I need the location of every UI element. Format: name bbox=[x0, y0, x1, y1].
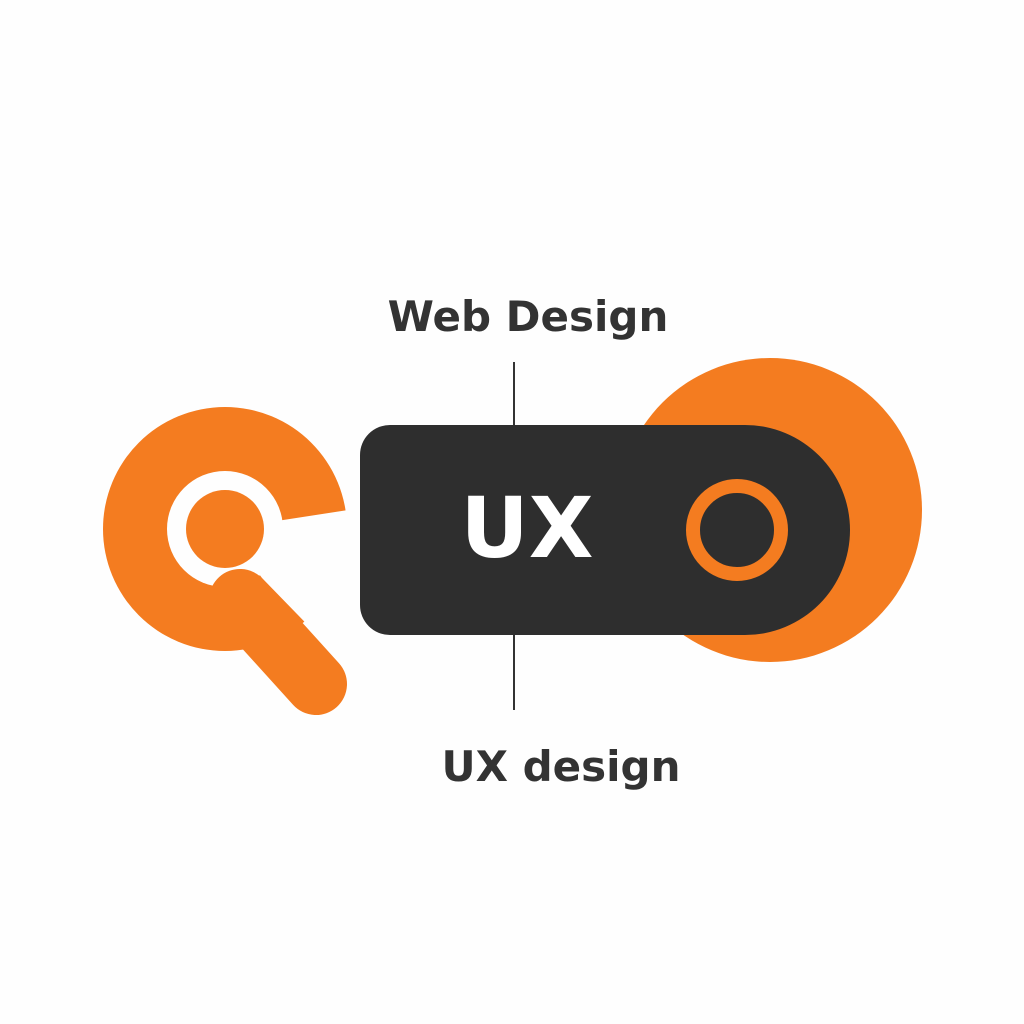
ring-icon bbox=[686, 479, 788, 581]
ux-design-label: UX design bbox=[441, 742, 681, 791]
ux-center-text: UX bbox=[460, 479, 594, 577]
dark-pill bbox=[360, 425, 850, 635]
magnifier-icon bbox=[103, 407, 400, 720]
web-design-label: Web Design bbox=[387, 292, 669, 341]
